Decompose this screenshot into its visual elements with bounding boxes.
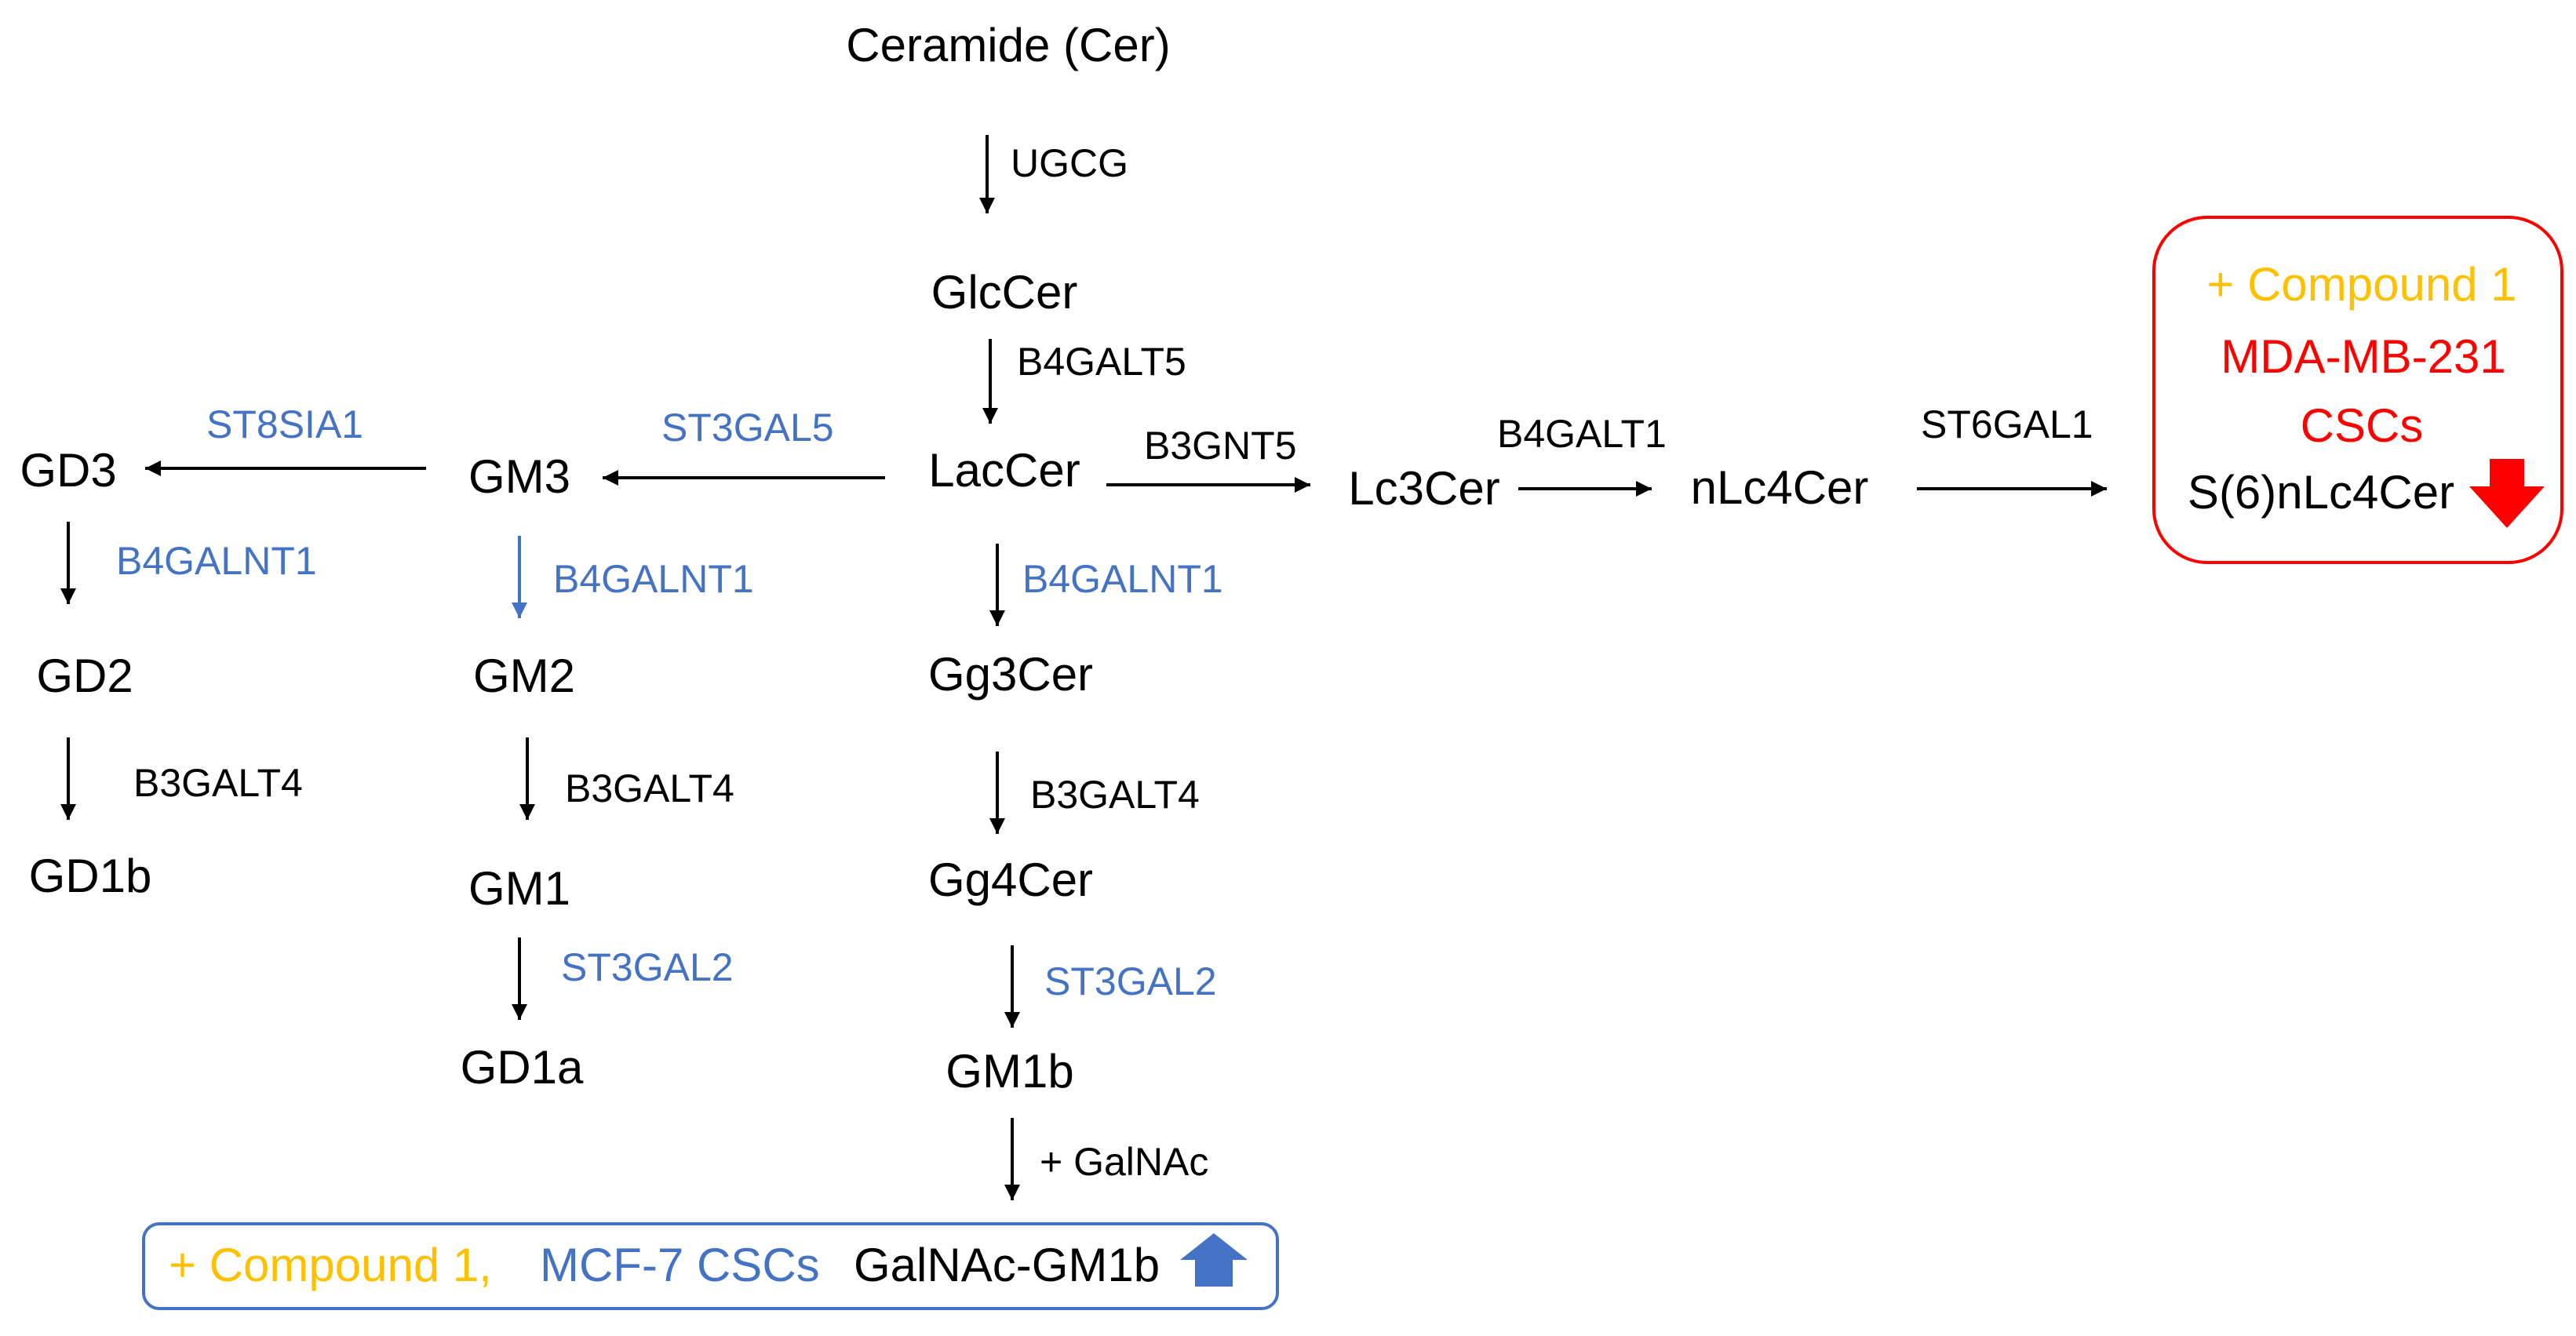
red-box-border <box>2152 216 2563 564</box>
red-box-cell-type: CSCs <box>2301 399 2424 452</box>
node-gm3: GM3 <box>468 450 570 503</box>
enzyme-b3galt4-gg3: B3GALT4 <box>1030 773 1200 817</box>
enzyme-b3galt4-gm2: B3GALT4 <box>565 766 734 810</box>
node-nlc4cer: nLc4Cer <box>1691 461 1869 514</box>
node-glccer: GlcCer <box>931 266 1078 319</box>
down-arrow-icon <box>2469 459 2545 528</box>
enzyme-ugcg: UGCG <box>1011 141 1128 185</box>
node-ceramide: Ceramide (Cer) <box>846 19 1170 71</box>
blue-box-compound: + Compound 1, <box>169 1239 492 1291</box>
blue-box-border <box>142 1222 1279 1310</box>
node-gg3cer: Gg3Cer <box>928 648 1093 701</box>
enzyme-st6gal1: ST6GAL1 <box>1921 402 2093 446</box>
red-highlight-box: + Compound 1 MDA-MB-231 CSCs S(6)nLc4Cer <box>2152 216 2563 564</box>
blue-highlight-box: + Compound 1, MCF-7 CSCs GalNAc-GM1b <box>142 1222 1279 1310</box>
node-gm2: GM2 <box>473 650 575 702</box>
node-gd1b: GD1b <box>29 850 152 902</box>
enzyme-b4galt5: B4GALT5 <box>1017 340 1186 384</box>
node-s6nlc4cer: S(6)nLc4Cer <box>2188 466 2454 519</box>
node-laccer: LacCer <box>928 444 1080 497</box>
enzyme-labels: UGCG B4GALT5 ST8SIA1 ST3GAL5 B3GNT5 B4GA… <box>116 141 2093 1184</box>
node-gm1: GM1 <box>468 862 570 915</box>
enzyme-st3gal5: ST3GAL5 <box>661 406 834 450</box>
enzyme-b3galt4-gd2: B3GALT4 <box>133 761 303 805</box>
node-gd1a: GD1a <box>461 1041 584 1094</box>
enzyme-b4galnt1-gm3: B4GALNT1 <box>553 557 754 601</box>
red-box-compound: + Compound 1 <box>2206 258 2516 311</box>
node-gd2: GD2 <box>36 650 133 702</box>
node-lc3cer: Lc3Cer <box>1348 462 1499 515</box>
enzyme-b3gnt5: B3GNT5 <box>1144 424 1297 468</box>
molecule-nodes: Ceramide (Cer) GlcCer LacCer GM3 GD3 GD2… <box>20 19 1868 1098</box>
node-gm1b: GM1b <box>946 1045 1073 1098</box>
enzyme-b4galnt1-laccer: B4GALNT1 <box>1022 557 1223 601</box>
enzyme-st3gal2-gg4: ST3GAL2 <box>1044 959 1217 1003</box>
enzyme-st8sia1: ST8SIA1 <box>206 402 363 446</box>
node-gd3: GD3 <box>20 444 116 497</box>
blue-box-cell-line: MCF-7 CSCs <box>540 1239 820 1291</box>
node-gg4cer: Gg4Cer <box>928 854 1093 906</box>
pathway-arrows <box>60 135 2107 1200</box>
node-galnac-gm1b: GalNAc-GM1b <box>854 1239 1160 1291</box>
red-box-cell-line: MDA-MB-231 <box>2221 330 2505 383</box>
up-arrow-icon <box>1180 1233 1248 1287</box>
enzyme-b4galnt1-gd3: B4GALNT1 <box>116 539 317 583</box>
enzyme-st3gal2-gm1: ST3GAL2 <box>561 945 734 989</box>
enzyme-b4galt1: B4GALT1 <box>1497 412 1667 456</box>
enzyme-galnac: + GalNAc <box>1040 1140 1208 1184</box>
